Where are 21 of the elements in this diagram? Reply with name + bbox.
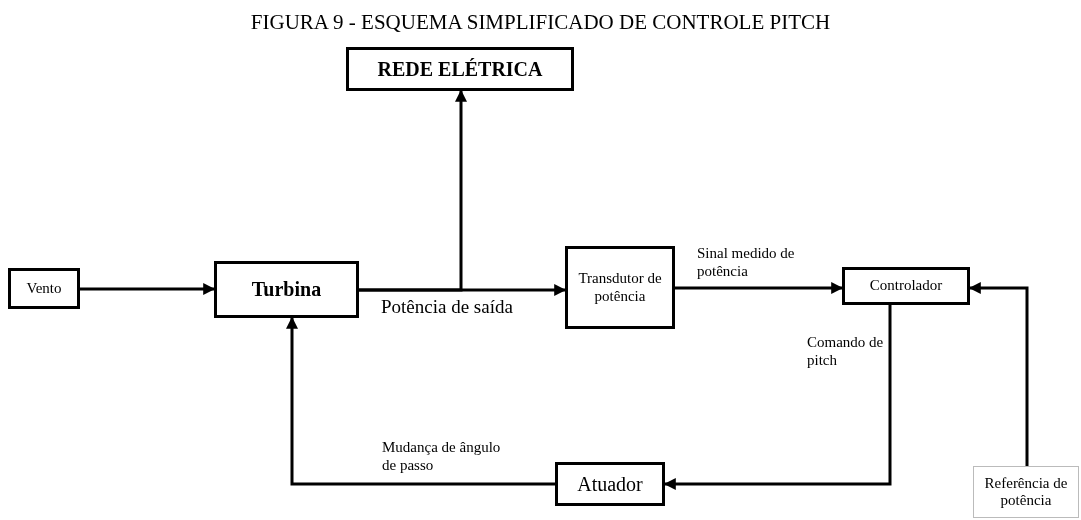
box-label: Referência de potência <box>983 474 1069 510</box>
process-box <box>555 462 665 506</box>
process-box <box>346 47 574 91</box>
box-label: Vento <box>26 279 62 298</box>
arrow <box>286 316 555 486</box>
arrow <box>968 282 1029 466</box>
process-box <box>565 246 675 329</box>
box-label: Controlador <box>869 277 943 295</box>
process-box <box>214 261 359 318</box>
box-label: Transdutor de potência <box>577 270 663 305</box>
process-box <box>8 268 80 309</box>
arrow <box>80 283 216 295</box>
box-label: Atuador <box>577 472 643 496</box>
arrow <box>359 89 467 292</box>
process-box <box>842 267 970 305</box>
arrow <box>663 305 892 490</box>
figure-title: FIGURA 9 - ESQUEMA SIMPLIFICADO DE CONTROLE PITCH <box>249 10 832 35</box>
arrow <box>675 282 844 294</box>
box-label: Turbina <box>251 278 322 301</box>
process-box <box>973 466 1079 518</box>
box-label: REDE ELÉTRICA <box>377 57 543 81</box>
